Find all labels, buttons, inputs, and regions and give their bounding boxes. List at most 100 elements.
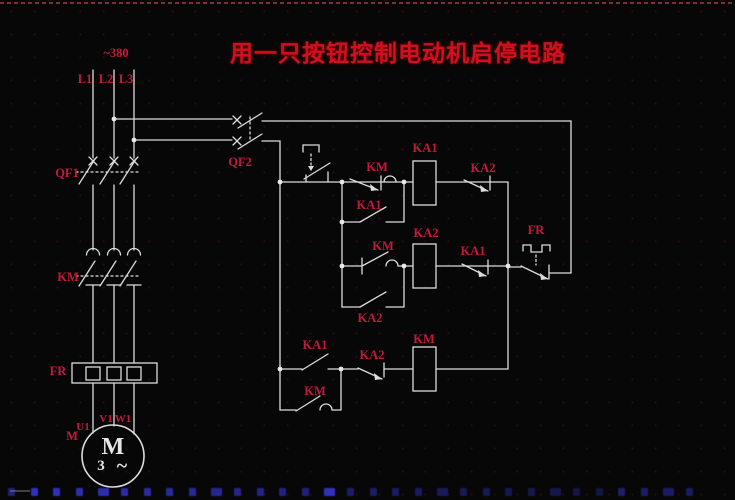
ka2-coil [412,243,437,289]
fr-heater-1 [85,366,101,381]
junction-dot [338,366,344,372]
ka2-no-blade [359,291,387,308]
junction-dot [111,116,117,122]
watermark-glyph [30,488,38,496]
junction-dots [111,116,511,372]
junction-dot [277,366,283,372]
watermark-glyph [121,488,128,496]
watermark-glyph [392,488,400,496]
km-blade-3 [119,260,137,287]
rung3 [279,346,509,412]
phase-label-l1: L1 [78,72,93,86]
fr-paddle [522,244,551,253]
motor-phase-count: 3 [97,458,105,474]
watermark-glyph [618,488,626,496]
watermark-glyph [686,488,693,496]
motor-symbol [81,424,145,488]
terminal-u1-label: U1 [76,421,89,433]
km-main-label: KM [57,270,79,284]
junction-dot [339,263,345,269]
branch1-wire [341,181,405,223]
watermark-glyph [75,488,83,496]
pushbutton-ticks [305,171,329,183]
top-dashed-border [0,2,735,4]
ka2-coil-label: KA2 [414,226,439,240]
km-nc-arrow [370,184,378,191]
ka2-parallel-branch [341,265,405,308]
rung2-ka1-label: KA1 [461,244,486,258]
km-blade-1 [78,260,96,287]
qf1-breaker-symbol [75,156,142,185]
km-main-contacts-symbol [75,247,142,287]
ka1-no-blade [359,206,387,223]
fr-overload-symbol [71,362,158,384]
ka1-parallel-branch [341,181,405,308]
junction-dot [401,179,407,185]
branch3-wire [279,368,342,411]
watermark-glyph [369,488,377,496]
watermark-glyph [188,488,196,496]
ka2-nc-arrow-r3 [374,373,382,380]
voltage-label: ~380 [103,46,128,60]
km-coil [412,346,437,392]
pushbutton-cap [302,144,320,153]
watermark-glyph [595,488,603,496]
rung3-ka1-label: KA1 [303,338,328,352]
control-top-wire [113,118,572,122]
rung3-ka2-label: KA2 [360,348,385,362]
fr-heater-3 [126,366,142,381]
qf2-cross-1 [232,115,242,125]
branch2-wire [341,265,405,308]
watermark-glyph [482,488,490,496]
fr-arrow [540,273,548,280]
km-blade-2 [99,260,117,287]
motor-circle [81,424,145,488]
km-no-arc [385,259,399,267]
pushbutton-symbol [302,144,331,183]
motor-designator-label: M [66,429,78,443]
watermark-glyph [301,488,309,496]
km-arc-2 [106,247,122,256]
ka1-nc-arrow [478,270,486,277]
km-no-contact [361,251,399,275]
rung1 [279,160,509,308]
pushbutton-blade [303,162,331,180]
power-circuit [71,69,158,488]
qf2-breaker-symbol [232,112,263,150]
qf2-blade-1 [237,112,263,129]
qf2-blade-2 [237,133,263,150]
fr-main-label: FR [50,364,68,378]
watermark-glyph [550,488,562,496]
rung2 [341,243,509,308]
control-left-rail [133,139,281,411]
rung2-km-label: KM [372,239,394,253]
junction-dot [339,179,345,185]
km-nc-contact [349,175,397,191]
page-title: 用一只按钮控制电动机启停电路 [230,40,566,66]
watermark-glyph [98,488,110,496]
watermark-glyph [53,488,61,496]
km-parallel-branch [279,368,342,412]
motor-tilde: ~ [117,455,128,477]
fr-heater-2 [106,366,122,381]
terminal-v1-label: V1 [99,413,112,425]
phase-label-l3: L3 [119,72,134,86]
watermark-glyph [256,488,264,496]
km-no-blade [361,251,389,267]
watermark-glyph [143,488,151,496]
fr-outer-box [71,362,158,384]
rung3-parallel-km-label: KM [304,384,326,398]
motor-letter: M [102,434,125,460]
watermark-glyph [279,488,287,496]
watermark-glyph [527,488,535,496]
km-no-blade-r3 [295,395,321,412]
qf2-label: QF2 [228,155,252,169]
ka1-coil [412,160,437,206]
gray-dash-mark [10,490,30,492]
rung1-ka2-label: KA2 [471,161,496,175]
fr-control-label: FR [528,223,546,237]
watermark-glyph [324,488,336,496]
rung1-parallel-ka1-label: KA1 [357,198,382,212]
